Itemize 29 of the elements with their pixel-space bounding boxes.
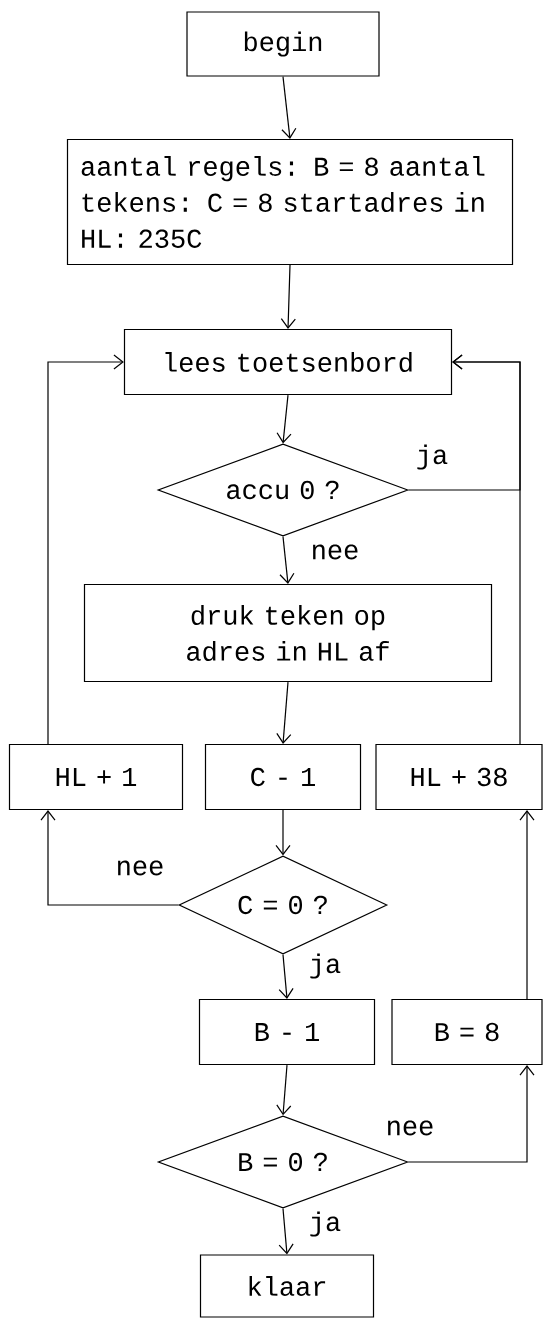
process-box: begin	[186, 11, 380, 77]
edge-label: ja	[414, 443, 450, 471]
arrow	[276, 1064, 292, 1116]
arrow	[47, 354, 124, 745]
arrow	[519, 810, 535, 1000]
process-box: klaar	[199, 1254, 375, 1318]
process-box: C - 1	[204, 743, 362, 811]
arrow	[278, 954, 294, 999]
arrow	[278, 1208, 294, 1255]
process-box: B = 8	[391, 998, 543, 1066]
process-box: druk teken op adres in HL af	[83, 583, 493, 683]
edge-label: nee	[309, 543, 361, 561]
arrow	[279, 536, 295, 584]
edge-label: nee	[114, 859, 166, 877]
arrow	[407, 1065, 535, 1163]
process-box: aantal regels: B = 8 aantal tekens: C = 8 startadres in HL: 235C	[66, 138, 514, 266]
process-box: B - 1	[198, 998, 376, 1066]
edge-label: ja	[307, 952, 343, 980]
arrow	[281, 76, 297, 139]
process-box: HL + 38	[375, 743, 543, 811]
arrow	[452, 354, 521, 745]
process-box: lees toetsenbord	[123, 328, 453, 396]
arrow	[40, 810, 179, 906]
arrow	[275, 809, 291, 856]
arrow	[280, 264, 296, 329]
process-box: HL + 1	[8, 743, 184, 811]
arrow	[276, 681, 292, 744]
edge-label: ja	[307, 1210, 343, 1238]
arrow	[276, 394, 292, 444]
